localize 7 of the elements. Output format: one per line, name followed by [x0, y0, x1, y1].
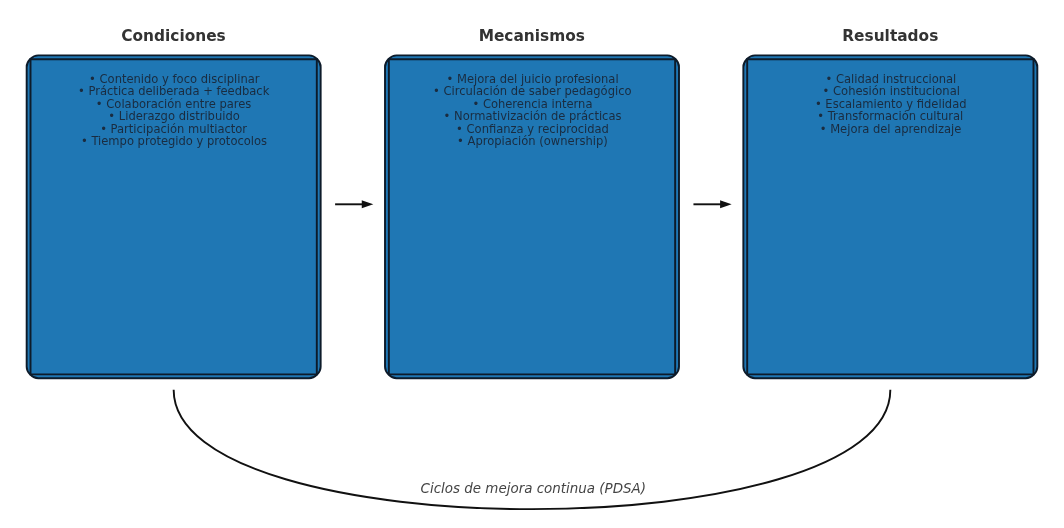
edge-label: Ciclos de mejora continua (PDSA) [420, 480, 647, 496]
node-label: Resultados [842, 26, 939, 45]
arrow [692, 199, 732, 208]
connector [172, 388, 892, 510]
node-label: Mecanismos [478, 26, 585, 45]
arrow [334, 199, 374, 208]
node-label: Condiciones [121, 26, 226, 45]
